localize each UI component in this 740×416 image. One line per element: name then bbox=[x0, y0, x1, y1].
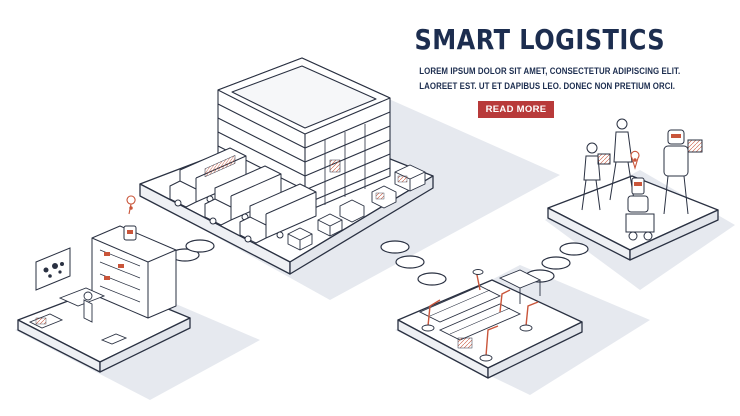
read-more-button[interactable]: READ MORE bbox=[477, 101, 555, 118]
cargo-boxes bbox=[287, 164, 426, 251]
world-map-icon bbox=[43, 262, 64, 278]
factory-robots bbox=[421, 269, 533, 362]
conveyor-lines bbox=[418, 269, 542, 341]
connector-pad bbox=[185, 239, 215, 253]
worker bbox=[581, 142, 611, 211]
delivery-platform bbox=[547, 175, 719, 261]
connector-pad bbox=[559, 242, 589, 256]
humanoid-robot bbox=[663, 129, 703, 215]
page-title: SMART LOGISTICS bbox=[414, 23, 666, 56]
hero-description-line-2: LAOREET EST. UT ET DAPIBUS LEO. DONEC NO… bbox=[419, 81, 676, 92]
connector-pad bbox=[417, 272, 447, 286]
robot-arms bbox=[427, 269, 539, 357]
delivery-robot bbox=[625, 177, 655, 241]
world-map-screen bbox=[35, 247, 71, 291]
truck bbox=[204, 165, 282, 226]
delivery-workers bbox=[581, 118, 703, 241]
delivery-trucks bbox=[169, 147, 317, 244]
warehouse-building bbox=[217, 57, 391, 213]
truck bbox=[169, 147, 247, 208]
worker bbox=[609, 118, 635, 201]
hero-description-line-1: LOREM IPSUM DOLOR SIT AMET, CONSECTETUR … bbox=[419, 66, 681, 77]
truck bbox=[239, 183, 317, 244]
location-pin-icon bbox=[126, 195, 136, 215]
location-pin-icon bbox=[630, 150, 640, 170]
hero-block: SMART LOGISTICS LOREM IPSUM DOLOR SIT AM… bbox=[398, 22, 681, 118]
server-cabinets bbox=[91, 225, 177, 319]
connector-pads bbox=[170, 239, 589, 286]
connector-pad bbox=[541, 256, 571, 270]
connector-pad bbox=[395, 255, 425, 269]
drone-unit bbox=[123, 225, 137, 241]
operator-desk bbox=[28, 287, 128, 345]
connector-pad bbox=[380, 240, 410, 254]
